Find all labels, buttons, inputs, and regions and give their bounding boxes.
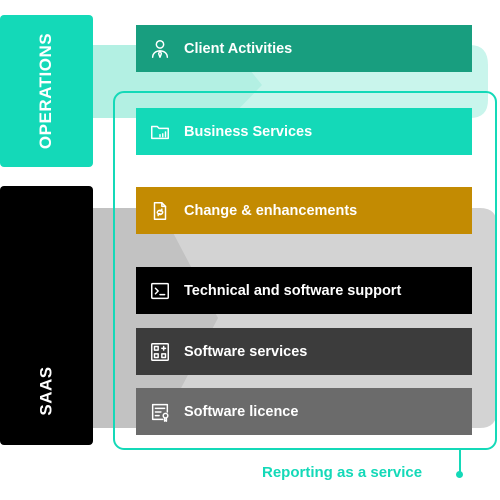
reporting-dot [456, 471, 463, 478]
software-licence-bar: Software licence [136, 388, 472, 435]
saas-label: SAAS [0, 186, 93, 445]
reporting-frame [113, 91, 497, 450]
client-activities-bar: Client Activities [136, 25, 472, 72]
business-services-label: Business Services [184, 123, 313, 140]
change-enhancements-label: Change & enhancements [184, 202, 358, 219]
technical-support-bar: Technical and software support [136, 267, 472, 314]
document-refresh-icon [149, 200, 171, 222]
client-activities-label: Client Activities [184, 40, 293, 57]
change-enhancements-bar: Change & enhancements [136, 187, 472, 234]
reporting-caption: Reporting as a service [262, 464, 423, 481]
terminal-icon [149, 280, 171, 302]
software-services-bar: Software services [136, 328, 472, 375]
reporting-connector [459, 449, 461, 473]
saas-label-text: SAAS [36, 365, 56, 416]
certificate-icon [149, 401, 171, 423]
software-licence-label: Software licence [184, 403, 299, 420]
folder-chart-icon [149, 121, 171, 143]
person-icon [149, 38, 171, 60]
software-services-label: Software services [184, 343, 308, 360]
business-services-bar: Business Services [136, 108, 472, 155]
operations-label: OPERATIONS [0, 15, 93, 167]
grid-plus-icon [149, 341, 171, 363]
operations-label-text: OPERATIONS [36, 32, 56, 150]
technical-support-label: Technical and software support [184, 282, 402, 299]
